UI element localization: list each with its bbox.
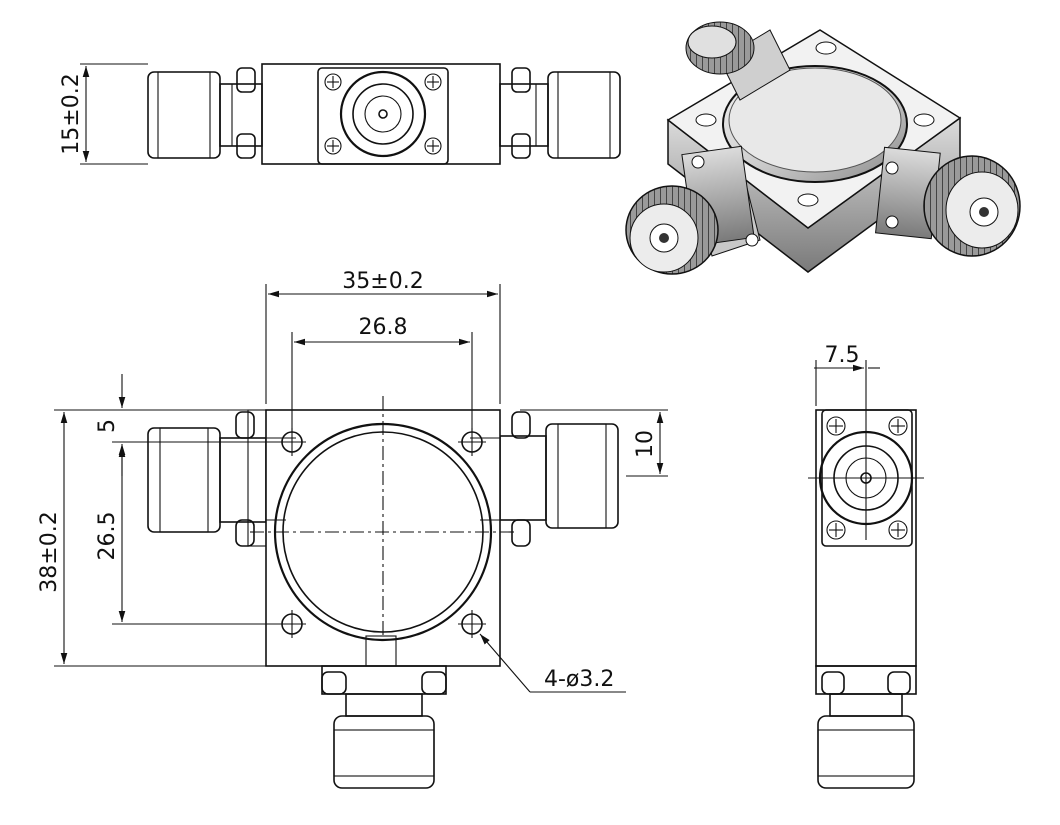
dim-hole-callout: 4-ø3.2 (544, 667, 614, 692)
dim-width-main: 35±0.2 (342, 269, 423, 294)
dim-hole-spacing-x: 26.8 (359, 315, 408, 340)
isometric-view (625, 21, 1021, 275)
dim-edge-offset: 5 (95, 419, 120, 433)
front-view: 35±0.2 26.8 38±0.2 5 26.5 10 4-ø3.2 (37, 269, 668, 789)
side-view: 7.5 (808, 343, 924, 789)
top-view: 15±0.2 (59, 63, 621, 165)
dim-side-center: 7.5 (825, 343, 860, 368)
dim-port-offset: 10 (633, 430, 658, 458)
dim-height-main: 38±0.2 (37, 511, 62, 592)
dim-height-side: 15±0.2 (59, 73, 84, 154)
dim-hole-spacing-y: 26.5 (95, 512, 120, 561)
